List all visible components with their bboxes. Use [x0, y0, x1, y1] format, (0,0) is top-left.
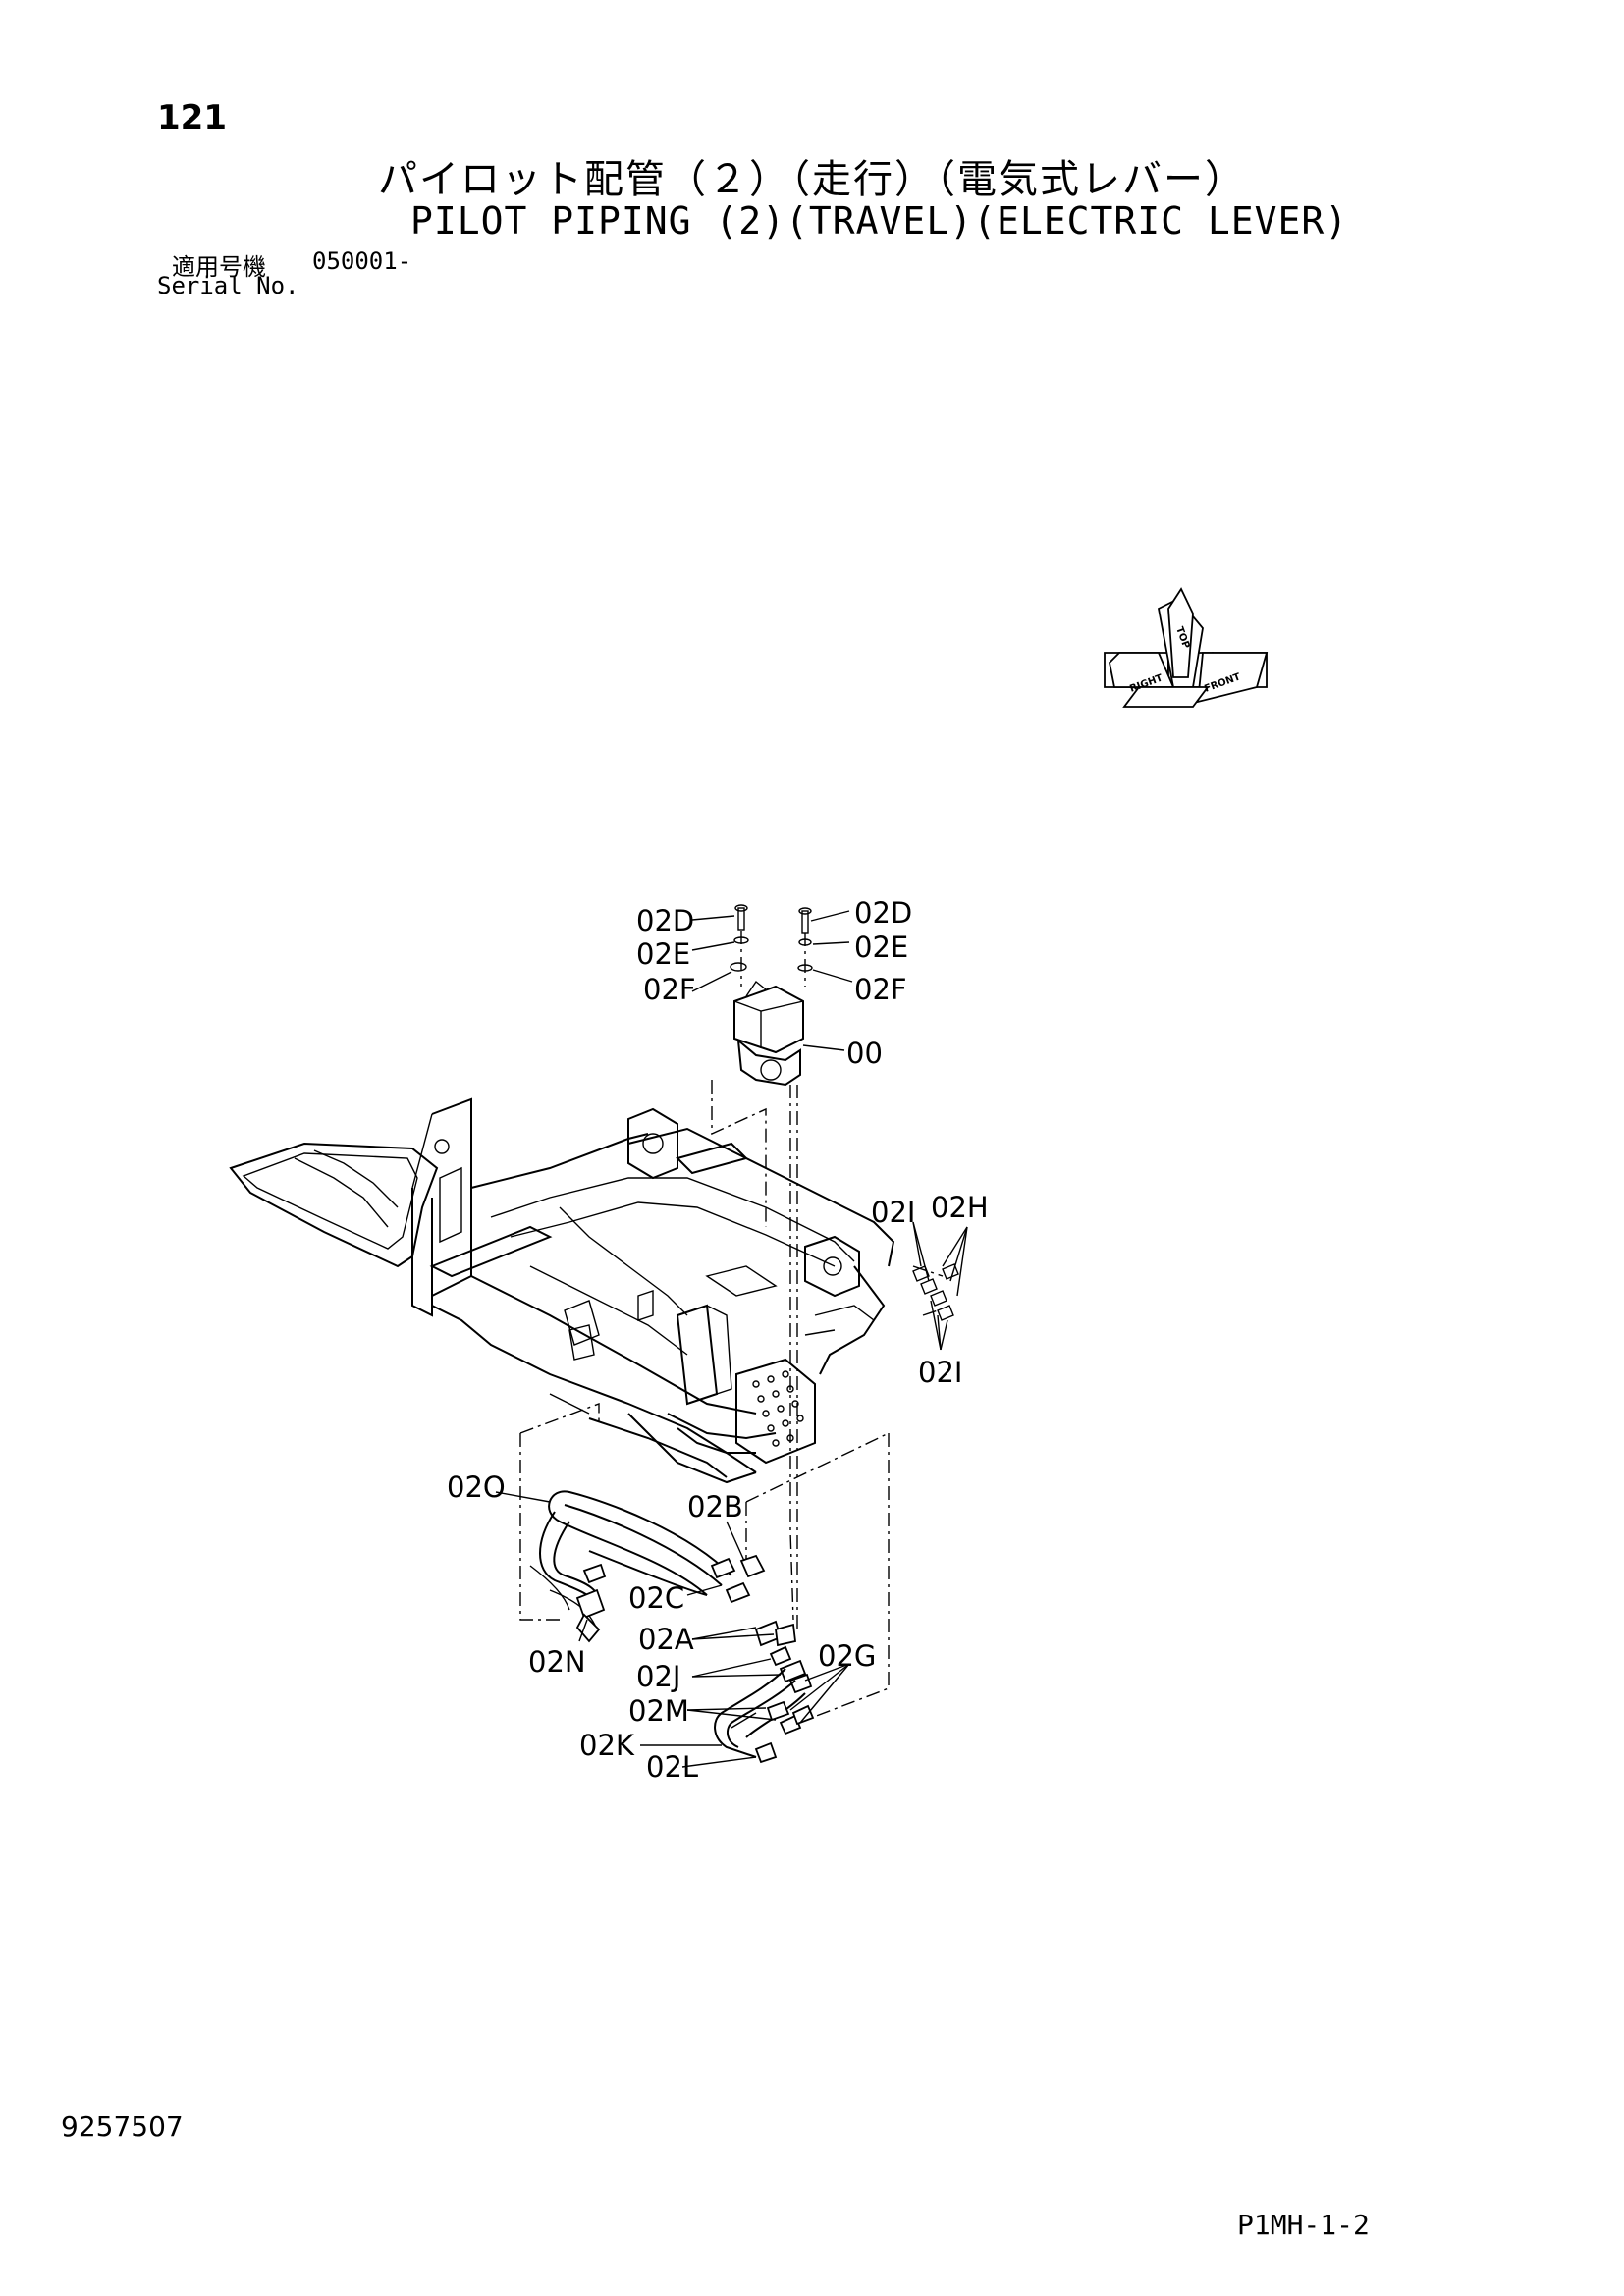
callout-02l: 02L: [646, 1750, 698, 1784]
bolt-group-left: [730, 904, 749, 972]
serial-label-japanese: 適用号機: [172, 253, 266, 281]
callout-02d-left: 02D: [636, 904, 694, 937]
page-code: P1MH-1-2: [1237, 2209, 1370, 2241]
callout-02o: 02O: [447, 1470, 506, 1504]
document-number: 9257507: [61, 2110, 184, 2143]
assembly-center-lines: [519, 931, 944, 1729]
page-title-japanese: パイロット配管（２）（走行）（電気式レバー）: [378, 157, 1246, 202]
callout-02f-left: 02F: [643, 973, 696, 1006]
callout-00: 00: [846, 1037, 883, 1070]
fittings-02i-02h: [912, 1263, 959, 1321]
serial-number-value: 050001-: [312, 247, 412, 275]
fittings-lower-group: [714, 1620, 815, 1764]
cab-floor-frame: [229, 1097, 895, 1484]
callout-02m: 02M: [628, 1694, 689, 1728]
callout-02h: 02H: [931, 1191, 989, 1224]
callout-02j: 02J: [636, 1660, 680, 1693]
callout-02e-right: 02E: [854, 931, 908, 964]
serial-label-english: Serial No.: [157, 272, 299, 299]
plate-holes: [752, 1370, 804, 1447]
callout-02c: 02C: [628, 1581, 684, 1615]
hose-assembly-02o-02n: [529, 1490, 766, 1643]
direction-indicator-icon: TOP RIGHT FRONT: [1104, 587, 1269, 708]
callout-labels: 02D 02E 02F 02D 02E 02F 00 02I 02H 02I 0…: [447, 896, 989, 1784]
callout-02k: 02K: [579, 1729, 635, 1762]
callout-02a: 02A: [638, 1623, 694, 1656]
pilot-valve-00: [733, 980, 804, 1087]
callout-02b: 02B: [687, 1490, 743, 1523]
callout-02e-left: 02E: [636, 937, 690, 971]
leader-lines: [495, 910, 968, 1768]
callout-02f-right: 02F: [854, 973, 907, 1006]
callout-02g: 02G: [818, 1639, 876, 1673]
callout-02i-top: 02I: [871, 1196, 915, 1229]
callout-02d-right: 02D: [854, 896, 912, 930]
callout-02n: 02N: [528, 1645, 586, 1679]
page-number: 121: [157, 98, 227, 137]
callout-02i-bottom: 02I: [918, 1356, 962, 1389]
page-title-english: PILOT PIPING (2)(TRAVEL)(ELECTRIC LEVER): [410, 199, 1349, 242]
